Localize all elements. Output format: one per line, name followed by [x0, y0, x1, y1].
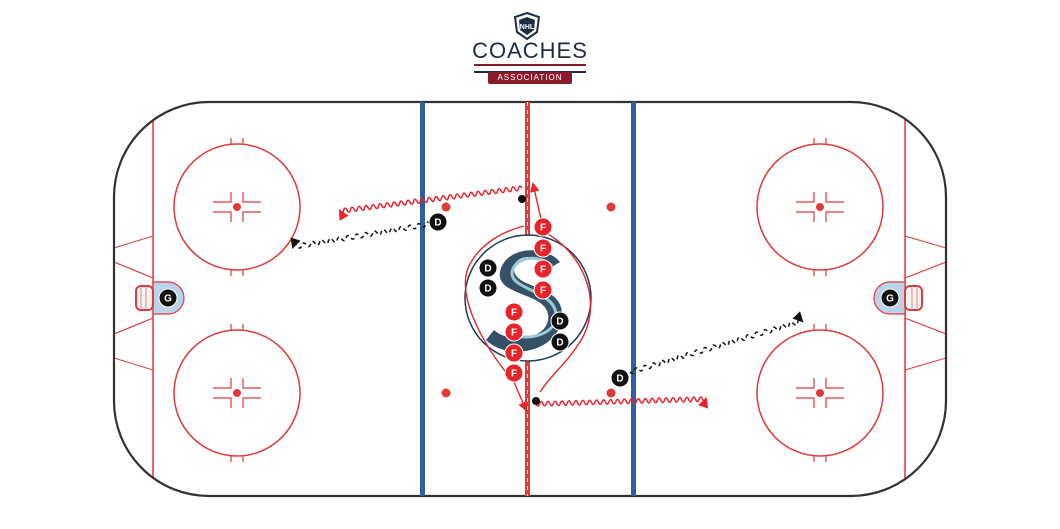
- forward-token-3: F: [533, 259, 553, 279]
- neutral-dot-right-top: [606, 202, 616, 212]
- faceoff-circle-left-bottom: [173, 324, 301, 462]
- forward-token-1: F: [533, 217, 553, 237]
- forward-token-3-label: F: [540, 265, 546, 276]
- defense-token-4: D: [550, 311, 570, 331]
- neutral-dot-left-top: [441, 202, 451, 212]
- goalie-token-2: G: [880, 288, 900, 308]
- wavy-red-path-bottom: [535, 396, 709, 409]
- defense-token-4-label: D: [556, 317, 563, 328]
- forward-token-4-label: F: [540, 286, 546, 297]
- neutral-dot-right-bottom: [606, 388, 616, 398]
- logo-title: COACHES: [472, 38, 588, 63]
- corner-line-left-top: [114, 235, 154, 249]
- trapezoid-left-bottom: [114, 317, 154, 335]
- trapezoid-left-top: [114, 261, 154, 279]
- defense-token-5-label: D: [556, 338, 563, 349]
- curved-path-left-arrow: [513, 381, 528, 412]
- defense-token-3: D: [478, 278, 498, 298]
- forward-token-6-label: F: [511, 328, 517, 339]
- defense-token-6-label: D: [616, 374, 623, 385]
- neutral-dot-left-bottom: [441, 388, 451, 398]
- curved-path-right: [539, 231, 592, 393]
- defense-token-6: D: [610, 368, 630, 388]
- forward-token-1-label: F: [540, 223, 546, 234]
- puck-bottom: [532, 397, 540, 405]
- forward-token-8-label: F: [511, 369, 517, 380]
- puck-top: [518, 195, 526, 203]
- logo-league-text: NHL: [520, 24, 535, 31]
- forward-token-5: F: [504, 302, 524, 322]
- defense-token-2-label: D: [484, 264, 491, 275]
- forward-token-4: F: [533, 280, 553, 300]
- corner-line-right-bottom: [904, 357, 946, 371]
- wavy-black-path-bottom: [629, 311, 804, 375]
- faceoff-circle-left-top: [173, 138, 301, 276]
- corner-line-left-bottom: [114, 357, 154, 371]
- faceoff-circle-right-bottom: [756, 324, 884, 462]
- defense-token-1-label: D: [434, 218, 441, 229]
- trapezoid-right-top: [904, 261, 946, 279]
- goalie-token-1: G: [158, 288, 178, 308]
- goalie-token-1-label: G: [164, 294, 172, 305]
- defense-token-5: D: [550, 332, 570, 352]
- wavy-red-path-top: [338, 185, 523, 221]
- wavy-black-path-top: [290, 221, 431, 250]
- logo-subtitle: ASSOCIATION: [488, 72, 572, 84]
- forward-token-6: F: [504, 322, 524, 342]
- corner-line-right-top: [904, 235, 946, 249]
- forward-token-2-label: F: [540, 244, 546, 255]
- defense-token-3-label: D: [484, 284, 491, 295]
- nhl-coaches-association-logo: NHL COACHES ASSOCIATION: [470, 12, 590, 88]
- forward-token-2: F: [533, 238, 553, 258]
- goal-crease-left: [135, 281, 185, 315]
- forward-token-5-label: F: [511, 308, 517, 319]
- forward-token-7: F: [504, 343, 524, 363]
- faceoff-circle-right-top: [756, 138, 884, 276]
- curved-path-left: [464, 225, 525, 383]
- nhl-shield-icon: NHL: [513, 12, 541, 40]
- goalie-token-2-label: G: [886, 294, 894, 305]
- defense-token-2: D: [478, 258, 498, 278]
- blue-line-left: [420, 102, 425, 496]
- forward-token-7-label: F: [511, 349, 517, 360]
- trapezoid-right-bottom: [904, 317, 946, 335]
- blue-line-right: [631, 102, 636, 496]
- forward-token-8: F: [504, 363, 524, 383]
- defense-token-1: D: [428, 212, 448, 232]
